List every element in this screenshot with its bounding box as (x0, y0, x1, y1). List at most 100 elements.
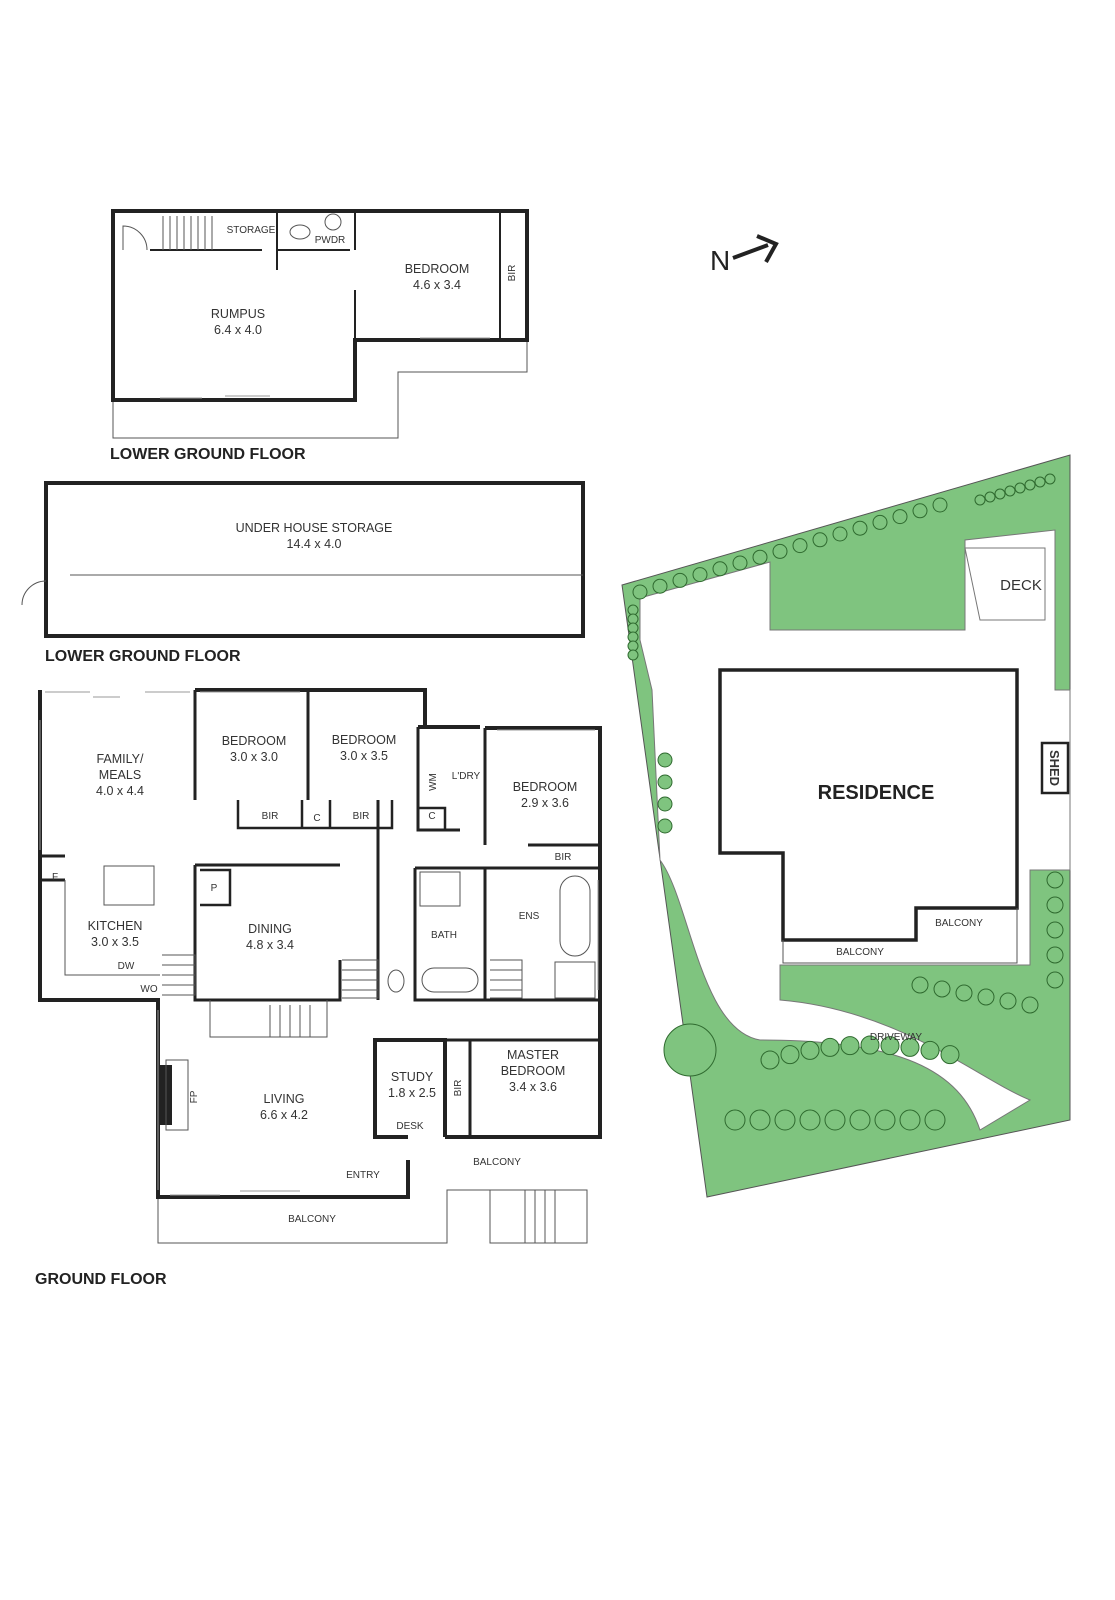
tree-icon (1004, 485, 1016, 497)
bedroom-3-size: 2.9 x 3.6 (521, 796, 569, 810)
under-house-storage-plan: UNDER HOUSE STORAGE 14.4 x 4.0 LOWER GRO… (21, 481, 585, 665)
desk-label: DESK (396, 1121, 424, 1132)
lower-ground-floor-title: LOWER GROUND FLOOR (110, 446, 306, 463)
tree-icon (749, 1109, 771, 1131)
lower-ground-floor-plan: STORAGE PWDR BEDROOM 4.6 x 3.4 BIR RUMPU… (110, 209, 529, 463)
tree-icon (974, 494, 986, 506)
balcony-label: BALCONY (473, 1157, 521, 1168)
svg-text:N: N (710, 245, 730, 276)
tree-icon (760, 1050, 780, 1070)
bedroom-1-size: 3.0 x 3.0 (230, 750, 278, 764)
balcony-label: BALCONY (288, 1214, 336, 1225)
tree-icon (977, 988, 995, 1006)
ensuite-label: ENS (519, 911, 540, 922)
family-label: FAMILY/ (96, 752, 144, 766)
tree-icon (1014, 482, 1026, 494)
balcony-label: BALCONY (935, 918, 983, 929)
tree-icon (724, 1109, 746, 1131)
tree-icon (872, 514, 888, 530)
powder-room-label: PWDR (315, 235, 346, 246)
tree-icon (712, 561, 728, 577)
bedroom-2-size: 3.0 x 3.5 (340, 749, 388, 763)
deck-label: DECK (1000, 577, 1042, 594)
tree-icon (899, 1109, 921, 1131)
tree-icon (672, 572, 688, 588)
tree-icon (1046, 896, 1064, 914)
ground-floor-plan: FAMILY/ MEALS 4.0 x 4.4 BEDROOM 3.0 x 3.… (35, 688, 602, 1288)
tree-icon (732, 555, 748, 571)
under-house-storage-label: UNDER HOUSE STORAGE (236, 521, 393, 535)
bedroom-label: BEDROOM (405, 262, 470, 276)
wall-oven-label: WO (140, 984, 157, 995)
residence-label: RESIDENCE (818, 782, 935, 804)
cupboard-label: C (313, 813, 320, 824)
tree-icon (800, 1040, 820, 1060)
bir-label: BIR (353, 811, 370, 822)
rumpus-label: RUMPUS (211, 307, 265, 321)
tree-icon (933, 980, 951, 998)
tree-icon (657, 774, 673, 790)
shed-label: SHED (1047, 750, 1062, 786)
entry-label: ENTRY (346, 1170, 380, 1181)
tree-icon (780, 1045, 800, 1065)
tree-icon (840, 1036, 860, 1056)
tree-icon (812, 532, 828, 548)
tree-icon (824, 1109, 846, 1131)
rumpus-size: 6.4 x 4.0 (214, 323, 262, 337)
tree-icon (994, 488, 1006, 500)
tree-icon (955, 984, 973, 1002)
meals-label: MEALS (99, 768, 141, 782)
tree-icon (999, 992, 1017, 1010)
tree-icon (860, 1035, 880, 1055)
family-size: 4.0 x 4.4 (96, 784, 144, 798)
tree-icon (774, 1109, 796, 1131)
dining-size: 4.8 x 3.4 (246, 938, 294, 952)
bedroom-2-label: BEDROOM (332, 733, 397, 747)
bath-label: BATH (431, 930, 457, 941)
tree-icon (652, 578, 668, 594)
study-size: 1.8 x 2.5 (388, 1086, 436, 1100)
study-label: STUDY (391, 1070, 434, 1084)
tree-icon (772, 543, 788, 559)
driveway-label: DRIVEWAY (870, 1032, 923, 1043)
tree-icon (1046, 871, 1064, 889)
tree-icon (932, 497, 948, 513)
tree-icon (1046, 971, 1064, 989)
tree-icon (792, 538, 808, 554)
north-arrow-icon: N (710, 234, 779, 276)
tree-icon (920, 1040, 940, 1060)
tree-icon (900, 1037, 920, 1057)
bir-label: BIR (453, 1080, 464, 1097)
tree-icon (852, 520, 868, 536)
bir-label: BIR (262, 811, 279, 822)
tree-icon (1046, 921, 1064, 939)
tree-icon (924, 1109, 946, 1131)
fridge-label: F (52, 872, 58, 883)
washing-machine-label: WM (428, 773, 439, 791)
tree-icon (657, 752, 673, 768)
laundry-label: L'DRY (452, 771, 481, 782)
tree-icon (892, 509, 908, 525)
tree-icon (627, 649, 639, 661)
tree-icon (752, 549, 768, 565)
tree-icon (1046, 946, 1064, 964)
dishwasher-label: DW (118, 961, 135, 972)
tree-icon (940, 1045, 960, 1065)
tree-icon (849, 1109, 871, 1131)
tree-icon (657, 818, 673, 834)
balcony-label: BALCONY (836, 947, 884, 958)
bedroom-1-label: BEDROOM (222, 734, 287, 748)
under-house-storage-size: 14.4 x 4.0 (287, 537, 342, 551)
master-bedroom-label: BEDROOM (501, 1064, 566, 1078)
living-size: 6.6 x 4.2 (260, 1108, 308, 1122)
bedroom-3-label: BEDROOM (513, 780, 578, 794)
bir-label: BIR (507, 265, 518, 282)
dining-label: DINING (248, 922, 292, 936)
kitchen-label: KITCHEN (88, 919, 143, 933)
ground-floor-title: GROUND FLOOR (35, 1271, 167, 1288)
bir-label: BIR (555, 852, 572, 863)
storage-label: STORAGE (227, 225, 276, 236)
tree-icon (799, 1109, 821, 1131)
tree-icon (1044, 473, 1056, 485)
tree-icon (657, 796, 673, 812)
